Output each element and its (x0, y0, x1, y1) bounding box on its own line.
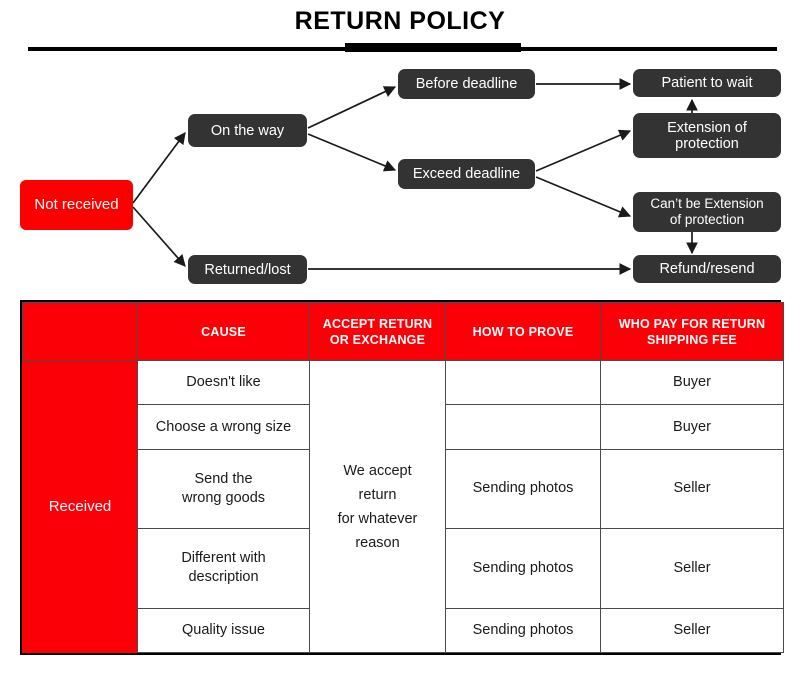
cell-cause-2: Choose a wrong size (137, 404, 310, 450)
cell-cause-4-line1: Different with (181, 550, 266, 567)
node-not-received-label: Not received (34, 196, 119, 213)
node-patient-to-wait[interactable]: Patient to wait (633, 69, 781, 97)
page-title: RETURN POLICY (294, 7, 506, 35)
table-header-corner (22, 302, 138, 361)
cell-how-to-prove-2 (445, 404, 601, 450)
node-cant-be-extension-line2: of protection (669, 212, 745, 227)
node-extension-of-protection[interactable]: Extension of protection (633, 113, 781, 158)
node-returned-lost[interactable]: Returned/lost (188, 255, 307, 284)
title-rule-thick (345, 43, 521, 52)
table-header-cause: CAUSE (137, 302, 310, 361)
cell-who-pays-4: Seller (600, 528, 784, 609)
node-refund-resend-label: Refund/resend (659, 261, 755, 277)
cell-how-to-prove-4: Sending photos (445, 528, 601, 609)
table-row: Quality issue Sending photos Seller (23, 607, 784, 654)
node-returned-lost-label: Returned/lost (204, 261, 291, 278)
node-not-received[interactable]: Not received (20, 180, 133, 230)
cell-accept-return-merged: We accept return for whatever reason (309, 360, 446, 653)
node-cant-be-extension-line1: Can’t be Extension (650, 196, 764, 211)
flowchart-connectors (132, 78, 698, 275)
who-pays-header-line1: WHO PAY FOR RETURN (618, 316, 766, 331)
cell-who-pays-2: Buyer (600, 404, 784, 450)
cell-who-pays-1: Buyer (600, 359, 784, 406)
cell-cause-5: Quality issue (137, 607, 310, 654)
node-on-the-way[interactable]: On the way (188, 114, 307, 147)
accept-line1: We accept (343, 462, 412, 479)
cell-who-pays-3: Seller (600, 448, 784, 530)
who-pays-header-line2: SHIPPING FEE (647, 332, 737, 347)
cell-how-to-prove-1 (445, 359, 601, 406)
table-row: Received Doesn't like We accept return f… (22, 359, 784, 653)
cell-cause-3: Send the wrong goods (137, 448, 310, 530)
accept-line4: reason (355, 534, 400, 551)
node-extension-line1: Extension of (667, 119, 747, 136)
cell-cause-4: Different with description (137, 528, 310, 609)
cell-cause-1: Doesn't like (137, 359, 310, 406)
node-patient-to-wait-label: Patient to wait (661, 75, 753, 91)
cell-how-to-prove-3: Sending photos (445, 448, 601, 530)
return-policy-table: CAUSE ACCEPT RETURN OR EXCHANGE HOW TO P… (20, 300, 784, 655)
table-row: Send the wrong goods Sending photos Sell… (23, 448, 784, 530)
cell-cause-3-line1: Send the (194, 470, 253, 487)
table-row: Choose a wrong size Buyer (23, 404, 784, 450)
node-extension-line2: protection (675, 135, 739, 152)
flowchart: Not received On the way Returned/lost Be… (0, 0, 800, 295)
table-header-accept-return: ACCEPT RETURN OR EXCHANGE (309, 302, 446, 361)
table-header-how-to-prove: HOW TO PROVE (445, 302, 601, 361)
node-before-deadline[interactable]: Before deadline (398, 69, 535, 99)
cell-cause-4-line2: description (188, 569, 259, 586)
table-header-row: CAUSE ACCEPT RETURN OR EXCHANGE HOW TO P… (22, 302, 784, 361)
node-on-the-way-label: On the way (210, 122, 285, 139)
node-exceed-deadline[interactable]: Exceed deadline (398, 159, 535, 189)
node-refund-resend[interactable]: Refund/resend (633, 255, 781, 283)
accept-line3: for whatever (337, 510, 418, 527)
node-cant-be-extension[interactable]: Can’t be Extension of protection (633, 192, 781, 232)
row-group-received: Received (22, 360, 138, 653)
node-exceed-deadline-label: Exceed deadline (412, 166, 521, 182)
accept-line2: return (358, 486, 397, 503)
table-row: Different with description Sending photo… (23, 528, 784, 609)
accept-header-line1: ACCEPT RETURN (322, 316, 433, 331)
accept-header-line2: OR EXCHANGE (329, 332, 426, 347)
cell-cause-3-line2: wrong goods (181, 489, 266, 506)
title-block: RETURN POLICY (0, 6, 800, 36)
cell-how-to-prove-5: Sending photos (445, 607, 601, 654)
cell-who-pays-5: Seller (600, 607, 784, 654)
node-before-deadline-label: Before deadline (415, 76, 518, 92)
table-header-who-pays: WHO PAY FOR RETURN SHIPPING FEE (600, 302, 784, 361)
